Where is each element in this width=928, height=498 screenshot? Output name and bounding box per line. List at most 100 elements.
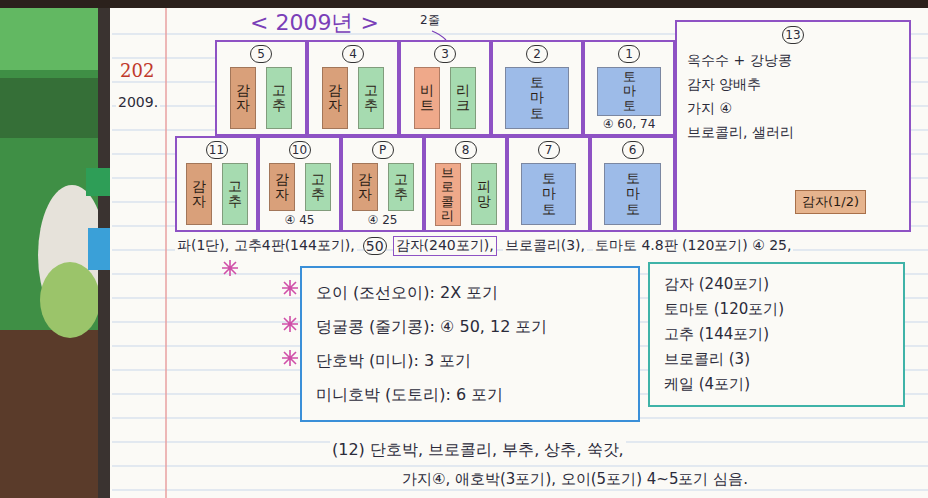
index-tab xyxy=(86,168,112,196)
plot-number: 11 xyxy=(206,141,228,159)
asterisk xyxy=(282,350,298,366)
garden-plot: 토마토 7 xyxy=(507,136,590,232)
crop-name: 토마토 xyxy=(626,171,640,217)
note-line: 브로콜리, 샐러리 xyxy=(687,120,899,144)
planting-bed: 토마토 xyxy=(597,67,661,116)
note-box: 감자 (240포기)토마토 (120포기)고추 (144포기)브로콜리 (3)케… xyxy=(648,262,905,407)
plot-note: ④ 45 xyxy=(260,213,339,227)
garden-plot: 토마토 6 xyxy=(590,136,675,232)
crop-name: 고추 xyxy=(364,83,378,114)
note-line: 오이 (조선오이): 2X 포기 xyxy=(316,276,624,310)
crop-name: 감자 xyxy=(328,83,342,114)
plot-number: 8 xyxy=(455,141,477,159)
year-note: 2009. xyxy=(116,94,160,110)
planting-bed: 고추 xyxy=(305,163,331,211)
note-text: 가지④, 애호박(3포기), 오이(5포기) 4~5포기 심음. xyxy=(400,470,750,489)
garden-plot: 비트 리크 3 xyxy=(399,40,491,136)
crop-name: 비트 xyxy=(420,83,434,114)
note-line: 감자 (240포기) xyxy=(664,272,889,297)
garden-plot: 감자 고추 5 xyxy=(215,40,307,136)
ruled-line xyxy=(112,490,928,491)
plot-number: 3 xyxy=(434,45,456,63)
note-line: 가지 ④ xyxy=(687,96,899,120)
planting-bed: 고추 xyxy=(222,163,248,225)
garden-plot: 감자 고추 4 xyxy=(307,40,399,136)
note-line: 미니호박 (도토리): 6 포기 xyxy=(316,378,624,412)
ruled-line xyxy=(112,466,928,467)
planting-bed: 감자 xyxy=(269,163,295,211)
note-text: 토마토 4.8판 (120포기) ④ 25, xyxy=(593,237,794,255)
plot-number: 6 xyxy=(622,141,644,159)
crop-name: 토마토 xyxy=(530,75,544,121)
plot-number: 4 xyxy=(342,45,364,63)
asterisk xyxy=(282,316,298,332)
garden-plot: 감자(1/2)13옥수수 + 강낭콩감자 양배추가지 ④브로콜리, 샐러리 xyxy=(675,20,911,232)
planting-bed: 고추 xyxy=(388,163,414,211)
planting-bed: 감자 xyxy=(352,163,378,211)
note-line: 케일 (4포기) xyxy=(664,372,889,397)
garden-plot: 감자 고추P ④ 25 xyxy=(341,136,424,232)
note-text: 감자(240포기), xyxy=(393,236,497,256)
planting-bed: 토마토 xyxy=(604,163,661,225)
crop-name: 고추 xyxy=(228,179,242,210)
garden-plot: 토마토 2 xyxy=(491,40,583,136)
note-line: 감자(1/2) xyxy=(802,193,859,211)
garden-plot: 브로콜리 피망 8 xyxy=(424,136,507,232)
crop-name: 감자 xyxy=(192,179,206,210)
note-line: 단호박 (미니): 3 포기 xyxy=(316,344,624,378)
plot-number: 2 xyxy=(526,45,548,63)
planting-bed: 토마토 xyxy=(521,163,576,225)
plot-number: 7 xyxy=(538,141,560,159)
crop-name: 토마토 xyxy=(623,70,636,113)
note-text: (12) 단호박, 브로콜리, 부추, 상추, 쑥갓, xyxy=(330,440,626,461)
note-line: 브로콜리 (3) xyxy=(664,347,889,372)
planting-bed: 리크 xyxy=(450,67,476,129)
note-line: 옥수수 + 강낭콩 xyxy=(687,48,899,72)
note-box: 감자(1/2) xyxy=(795,190,866,214)
garden-plot: 감자 고추10 ④ 45 xyxy=(258,136,341,232)
planting-bed: 토마토 xyxy=(505,67,569,129)
leader-line xyxy=(432,31,446,40)
planting-bed: 감자 xyxy=(230,67,256,129)
figure-apron xyxy=(40,262,100,338)
note-line: 감자 양배추 xyxy=(687,72,899,96)
note-text: 브로콜리(3), xyxy=(503,237,587,255)
top-shadow xyxy=(0,0,928,8)
margin-line xyxy=(165,8,167,498)
plot-note: ④ 60, 74 xyxy=(585,117,673,131)
planting-bed: 고추 xyxy=(358,67,384,129)
annotation: 2줄 xyxy=(418,12,442,29)
plot-number: 1 xyxy=(618,45,640,63)
plot-number: P xyxy=(372,141,394,159)
crop-name: 고추 xyxy=(311,172,325,203)
asterisk-marks xyxy=(222,260,298,366)
crop-name: 토마토 xyxy=(542,171,556,217)
plot-number: 10 xyxy=(289,141,311,159)
crop-name: 고추 xyxy=(394,172,408,203)
page-number: 202 xyxy=(118,60,156,81)
plot-number: 5 xyxy=(250,45,272,63)
planting-bed: 비트 xyxy=(414,67,440,129)
garden-plot: 감자 고추 11 xyxy=(175,136,258,232)
note-line: 덩굴콩 (줄기콩): ④ 50, 12 포기 xyxy=(316,310,624,344)
asterisk xyxy=(222,260,238,276)
note-line: 고추 (144포기) xyxy=(664,322,889,347)
crop-name: 감자 xyxy=(236,83,250,114)
page-title: < 2009년 > xyxy=(250,8,379,38)
note-line: 토마토 (120포기) xyxy=(664,297,889,322)
crop-name: 피망 xyxy=(477,179,491,210)
note-text: 파(1단), 고추4판(144포기), xyxy=(175,237,357,255)
crop-name: 고추 xyxy=(272,83,286,114)
planting-bed: 감자 xyxy=(186,163,212,225)
garden-plot: 토마토 1 ④ 60, 74 xyxy=(583,40,675,136)
note-box: 오이 (조선오이): 2X 포기덩굴콩 (줄기콩): ④ 50, 12 포기단호… xyxy=(300,266,640,422)
asterisk xyxy=(282,280,298,296)
crop-name: 브로콜리 xyxy=(441,166,454,223)
planting-bed: 브로콜리 xyxy=(435,163,461,226)
plot-note: ④ 25 xyxy=(343,213,422,227)
planting-bed: 피망 xyxy=(471,163,497,225)
crop-name: 감자 xyxy=(275,172,289,203)
circled-number: 50 xyxy=(363,237,387,255)
